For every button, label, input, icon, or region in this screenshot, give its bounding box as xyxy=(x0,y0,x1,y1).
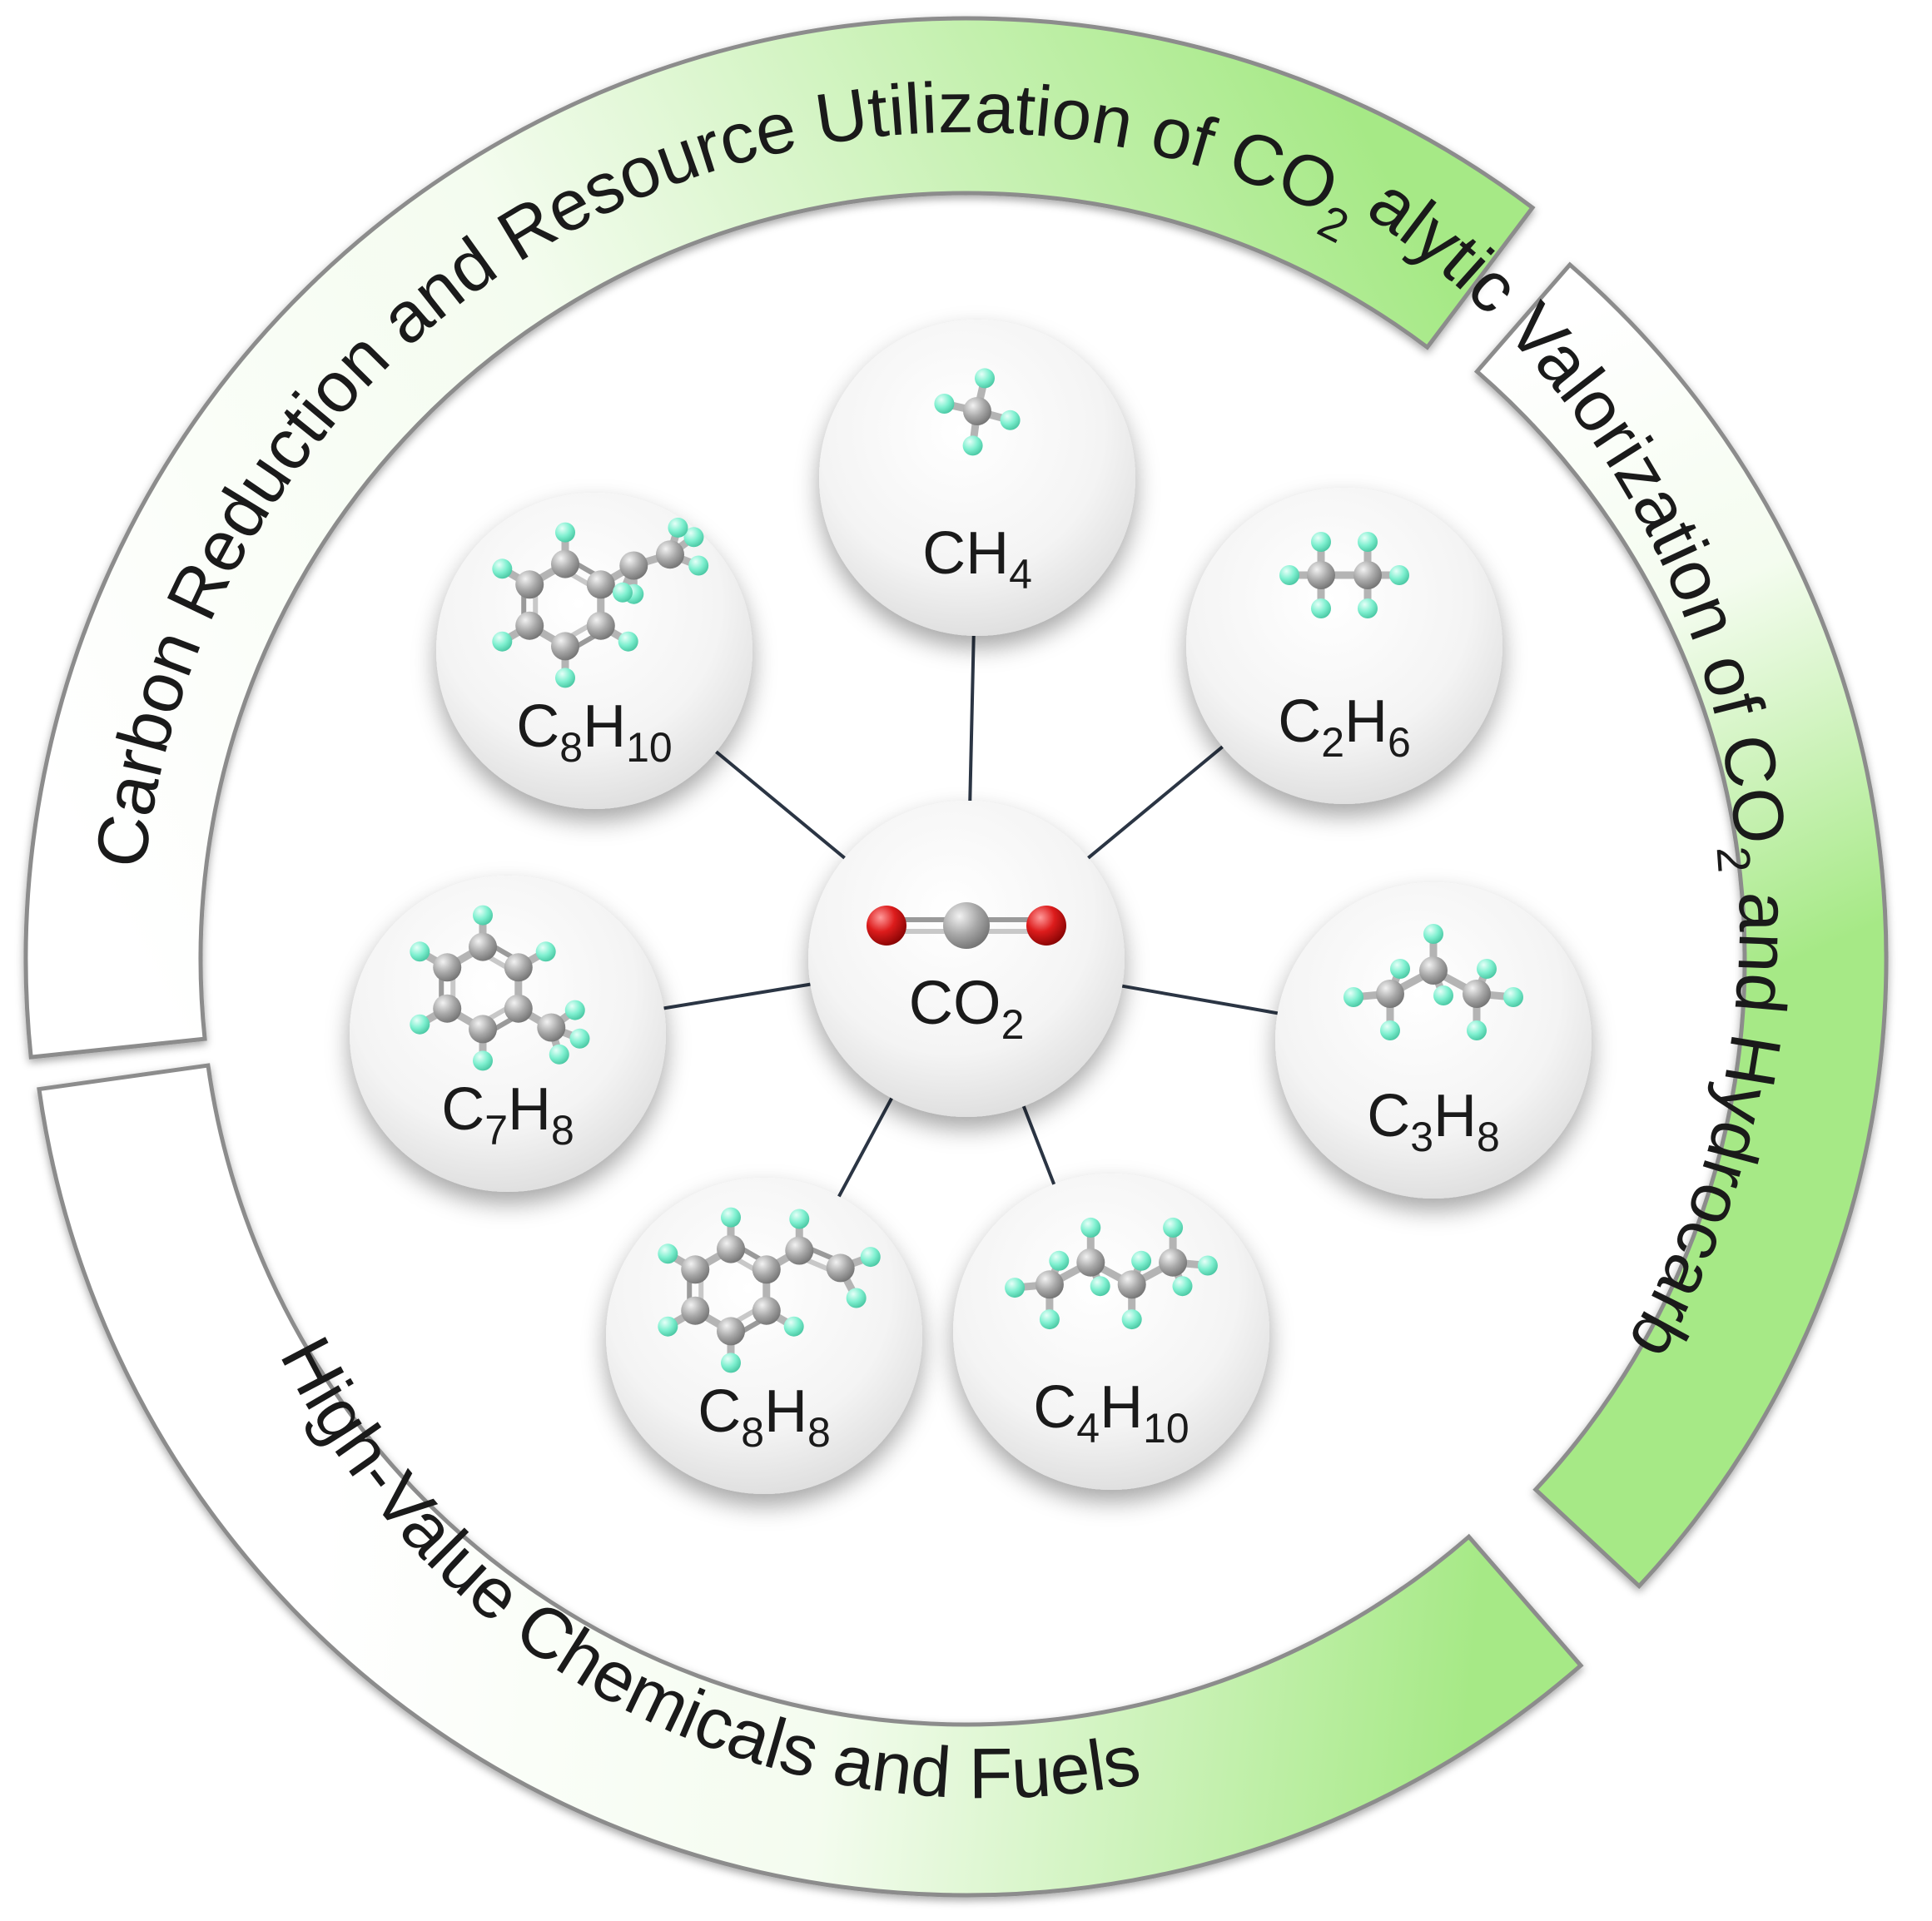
node-bubble-c7h8 xyxy=(350,876,666,1192)
c8h10-molecule-icon xyxy=(492,517,709,688)
node-bubble-ch4 xyxy=(819,320,1135,636)
node-bubble-c8h8 xyxy=(606,1178,922,1494)
node-c8h8: C8H8 xyxy=(606,1178,922,1494)
node-label-c2h6: C2H6 xyxy=(1278,688,1411,766)
ring-segment-right xyxy=(1473,261,1889,1590)
connector-c8h8 xyxy=(837,1097,893,1198)
connector-c2h6 xyxy=(1087,745,1224,860)
co2-molecule-icon xyxy=(867,902,1066,949)
node-c8h10: C8H10 xyxy=(436,493,752,809)
center-label: CO2 xyxy=(909,968,1025,1048)
center-bubble xyxy=(808,801,1125,1117)
connector-c8h10 xyxy=(715,750,846,860)
c7h8-molecule-icon xyxy=(410,905,590,1071)
center-node-co2: CO2 xyxy=(808,801,1125,1117)
ring-segment-top xyxy=(23,16,1536,1060)
node-label-c4h10: C4H10 xyxy=(1033,1374,1189,1452)
node-c2h6: C2H6 xyxy=(1186,488,1502,804)
c2h6-molecule-icon xyxy=(1279,532,1409,618)
node-c3h8: C3H8 xyxy=(1275,882,1592,1199)
node-label-c8h10: C8H10 xyxy=(516,693,672,771)
node-bubble-c2h6 xyxy=(1186,488,1502,804)
node-label-ch4: CH4 xyxy=(922,520,1032,598)
node-c7h8: C7H8 xyxy=(350,876,666,1192)
outer-ring xyxy=(23,16,1889,1898)
node-ch4: CH4 xyxy=(819,320,1135,636)
c8h8-molecule-icon xyxy=(658,1207,881,1373)
connector-c4h10 xyxy=(1021,1105,1056,1185)
c3h8-molecule-icon xyxy=(1343,924,1523,1040)
connector-ch4 xyxy=(968,635,976,802)
connector-c7h8 xyxy=(663,982,811,1010)
ring-segment-bottom xyxy=(37,1063,1584,1898)
node-bubble-c4h10 xyxy=(953,1174,1269,1490)
node-label-c7h8: C7H8 xyxy=(441,1076,574,1154)
node-bubble-c8h10 xyxy=(436,493,752,809)
node-bubble-c3h8 xyxy=(1275,882,1592,1199)
connector-c3h8 xyxy=(1121,984,1279,1015)
node-label-c3h8: C3H8 xyxy=(1367,1083,1500,1160)
connectors xyxy=(663,635,1279,1198)
node-label-c8h8: C8H8 xyxy=(698,1378,831,1456)
c4h10-molecule-icon xyxy=(1005,1217,1218,1330)
node-c4h10: C4H10 xyxy=(953,1174,1269,1490)
ch4-molecule-icon xyxy=(934,368,1021,456)
